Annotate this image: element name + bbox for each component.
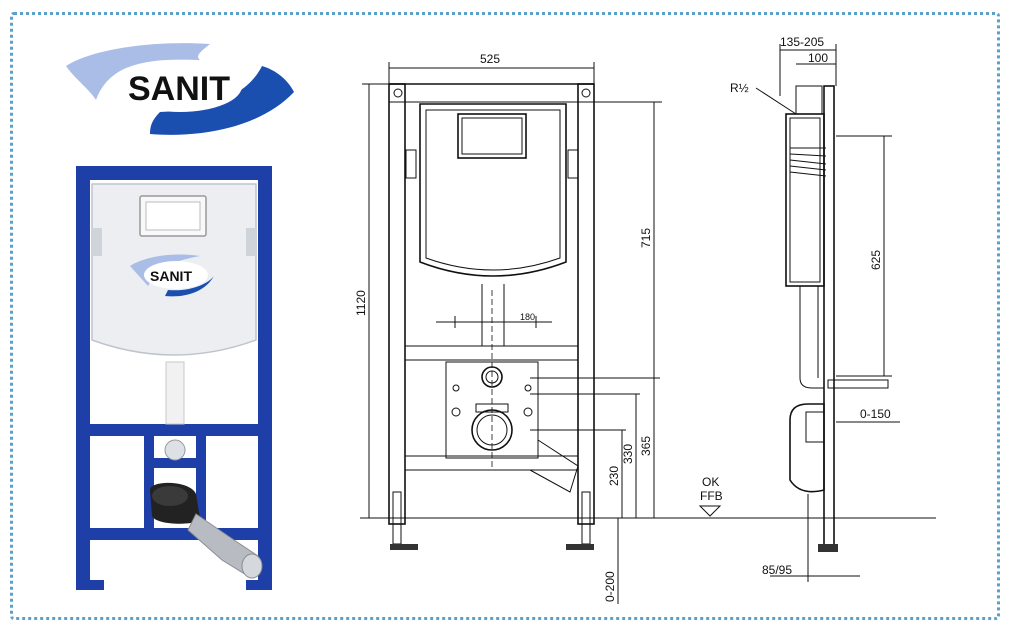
side-view-drawing: R½ 135-205 100 625 0-150 85/95 (730, 35, 900, 582)
outlet-height-230: 230 (607, 466, 621, 486)
ffb-label: FFB (700, 489, 723, 503)
spacing-dimension: 180 (520, 312, 535, 322)
logo-swoosh-top (66, 43, 210, 100)
ok-label: OK (702, 475, 719, 489)
connection-thread-label: R½ (730, 81, 749, 95)
product-photo: SANIT (76, 166, 272, 590)
outlet-height-330: 330 (621, 444, 635, 464)
photo-logo-text: SANIT (150, 268, 192, 284)
height-dimension: 1120 (354, 290, 368, 316)
logo-swoosh-bottom (150, 66, 294, 135)
depth-range-dimension: 135-205 (780, 35, 824, 49)
floor-level-marker-icon (698, 505, 722, 517)
cistern-height-side: 625 (869, 250, 883, 270)
sanit-logo: SANIT (66, 43, 294, 135)
outlet-height-365: 365 (639, 436, 653, 456)
dotted-border-frame (10, 12, 1000, 620)
logo-oval (118, 60, 242, 112)
logo-text: SANIT (128, 70, 230, 108)
adjust-range-dimension: 0-150 (860, 407, 891, 421)
leg-adjust-dimension: 0-200 (603, 571, 617, 602)
cistern-height-dimension: 715 (639, 228, 653, 248)
front-view-drawing: 525 1120 715 180 230 330 365 0-200 OK FF… (354, 52, 936, 604)
width-dimension: 525 (480, 52, 500, 66)
bottom-offset-dimension: 85/95 (762, 563, 792, 577)
depth-dimension: 100 (808, 51, 828, 65)
